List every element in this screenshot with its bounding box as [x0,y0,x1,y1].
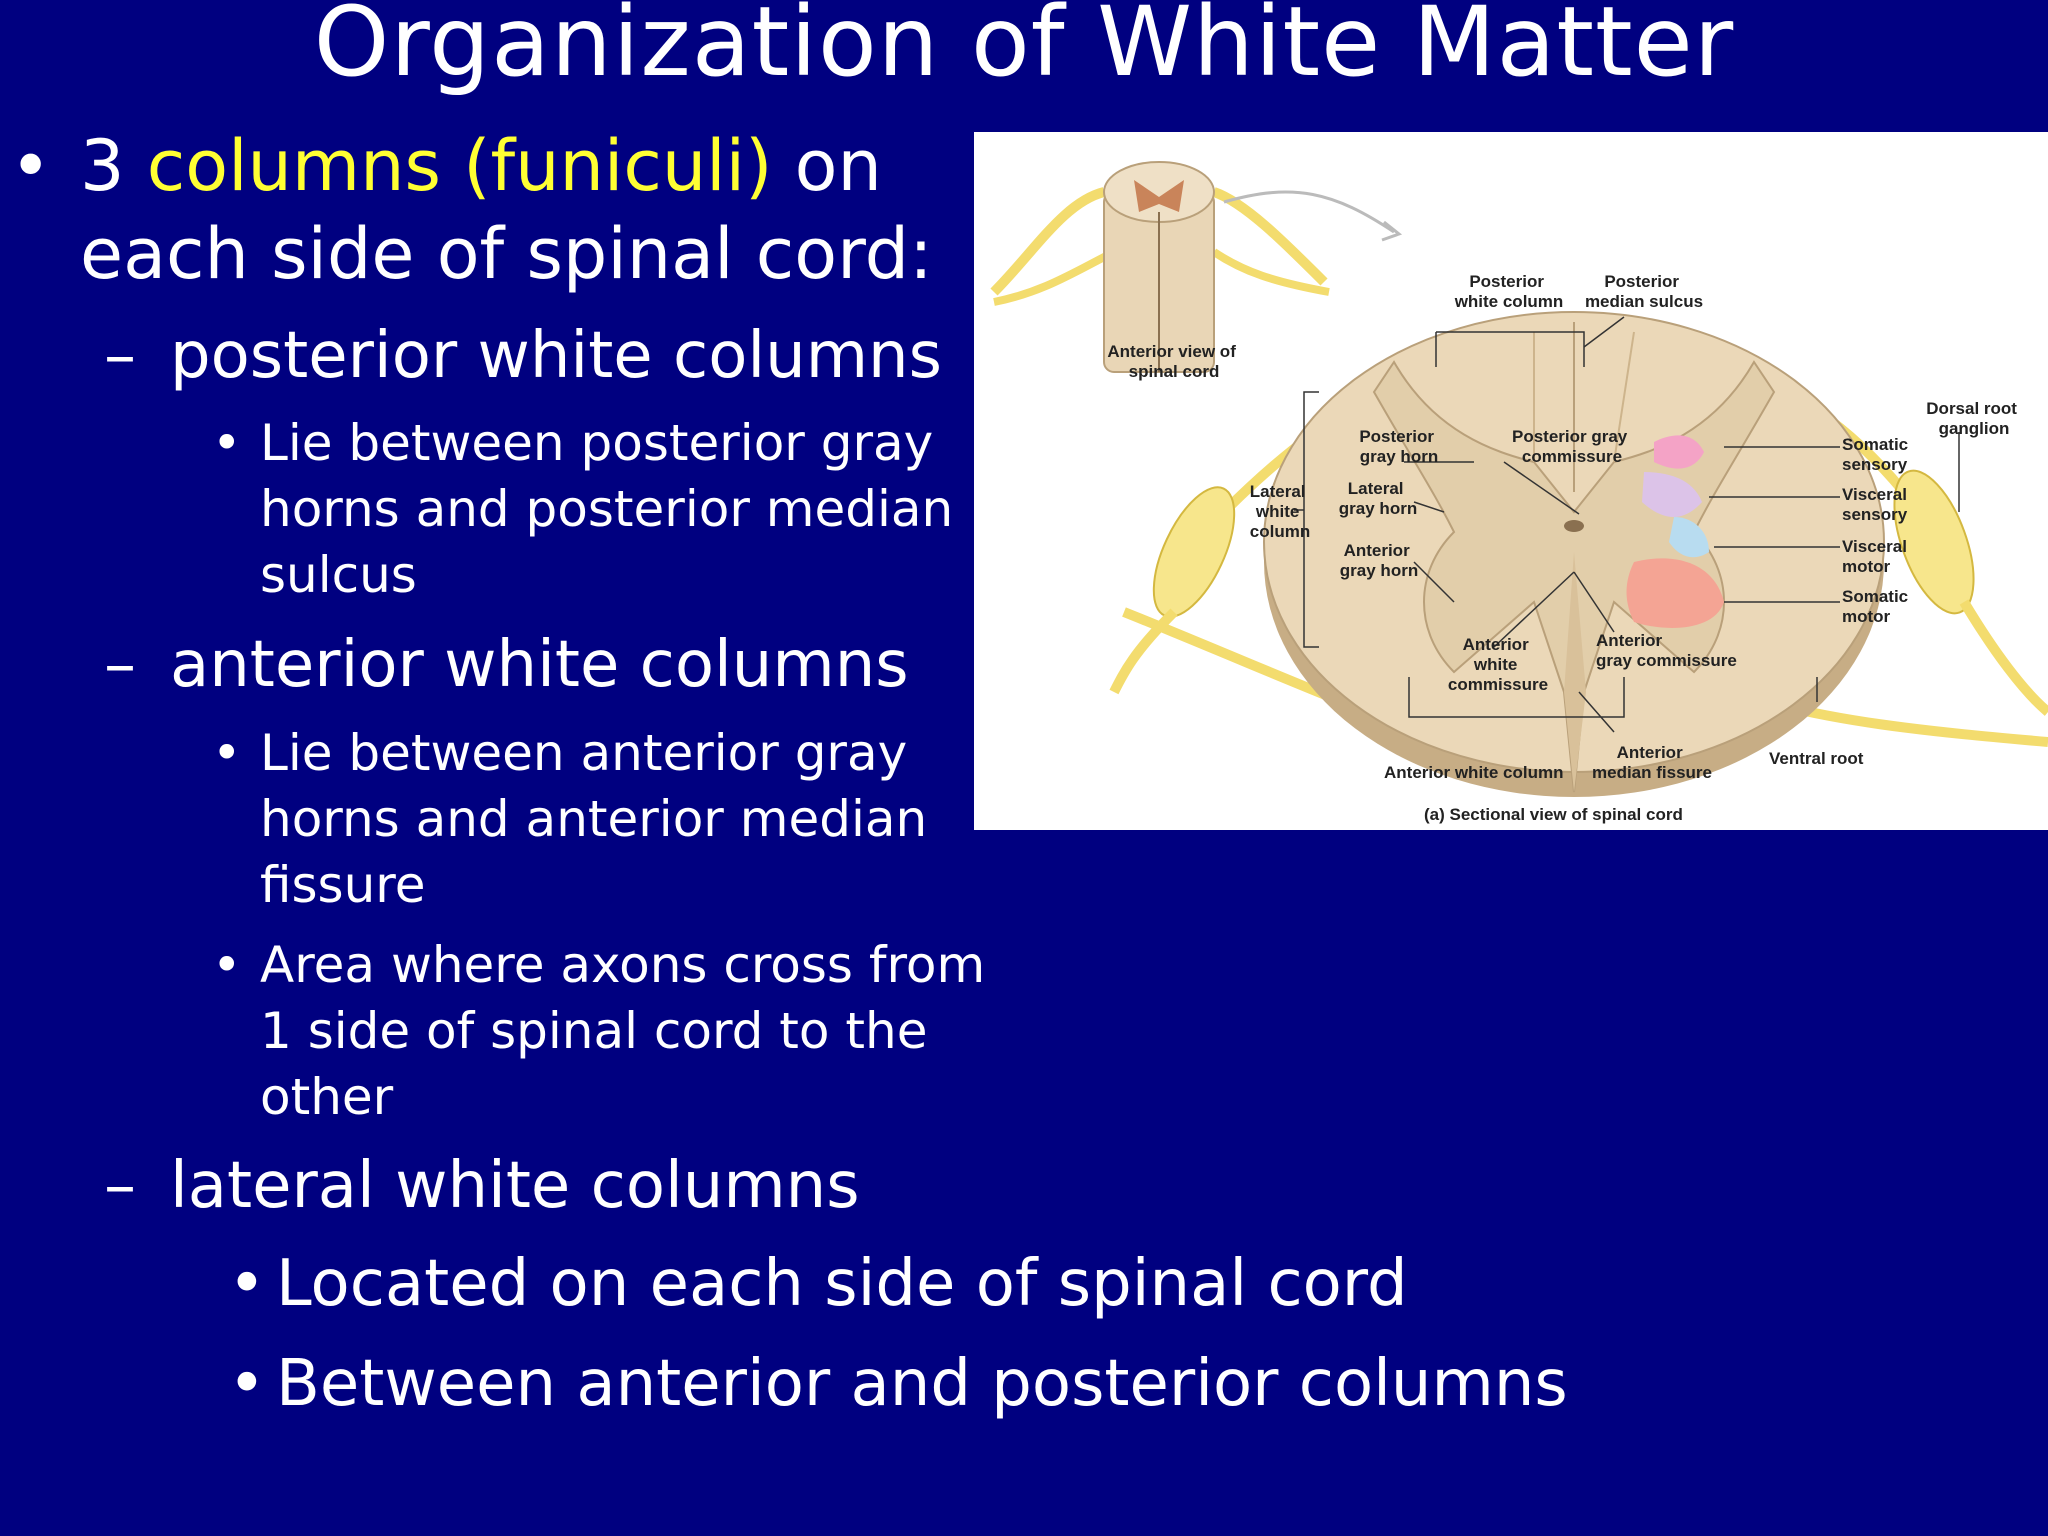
label-anterior-white-column: Anterior white column [1384,763,1563,782]
label-line: spinal cord [1129,362,1220,381]
label-line: gray horn [1340,561,1418,580]
label-anterior-gray-horn: Anterior gray horn [1340,541,1418,580]
text-line: Lie between anterior gray [260,724,908,782]
text-line: Area where axons cross from [260,936,986,994]
label-line: Anterior [1463,635,1530,654]
label-anterior-view: Anterior view of spinal cord [1107,342,1240,381]
bullet-glyph: • [10,125,52,207]
main-bullet-prefix: 3 [80,125,147,207]
label-line: Posterior [1469,272,1544,291]
lateral-heading: lateral white columns [170,1149,860,1223]
anterior-sub1-text: Lie between anterior gray horns and ante… [260,720,927,918]
nerve-roots [1109,367,2048,747]
label-line: Somatic [1842,435,1908,454]
label-line: Anterior view of [1107,342,1236,361]
label-anterior-white-commissure: Anterior white commissure [1448,635,1548,694]
label-line: white [1255,502,1299,521]
label-line: gray commissure [1596,651,1737,670]
text-line: horns and posterior median [260,480,954,538]
anterior-sub2-text: Area where axons cross from 1 side of sp… [260,932,985,1130]
label-ventral-root: Ventral root [1769,749,1864,768]
text-line: sulcus [260,546,417,604]
spinal-cord-diagram: Anterior view of spinal cord Posterior w… [990,161,2048,824]
anterior-heading: anterior white columns [170,628,909,702]
label-line: motor [1842,607,1891,626]
label-posterior-white-column: Posterior white column [1454,272,1564,311]
label-anterior-gray-commissure: Anterior gray commissure [1596,631,1737,670]
label-line: Posterior [1359,427,1434,446]
label-posterior-gray-horn: Posterior gray horn [1359,427,1438,466]
text-line: Lie between posterior gray [260,414,934,472]
label-line: commissure [1448,675,1548,694]
label-lateral-gray-horn: Lateral gray horn [1339,479,1417,518]
text-line: fissure [260,856,426,914]
posterior-heading: posterior white columns [170,319,942,393]
posterior-sub-text: Lie between posterior gray horns and pos… [260,410,953,608]
label-line: Posterior gray [1512,427,1628,446]
anterior-view-illustration [990,161,1403,373]
label-line: white [1473,655,1517,674]
label-visceral-sensory: Visceral sensory [1842,485,1912,524]
label-line: Anterior [1344,541,1411,560]
dash-glyph: – [104,628,136,702]
label-somatic-sensory: Somatic sensory [1842,435,1913,474]
label-lateral-white-column: Lateral white column [1250,482,1310,541]
lateral-sub-2: Between anterior and posterior columns [276,1347,1568,1421]
label-line: gray horn [1339,499,1417,518]
label-line: sensory [1842,455,1908,474]
text-line: other [260,1068,394,1126]
label-posterior-gray-commissure: Posterior gray commissure [1512,427,1632,466]
label-line: sensory [1842,505,1908,524]
slide-title: Organization of White Matter [313,0,1735,98]
bullet-glyph: • [228,1347,266,1421]
lateral-sub-1: Located on each side of spinal cord [276,1247,1408,1321]
label-line: gray horn [1360,447,1438,466]
label-line: Visceral [1842,537,1907,556]
label-somatic-motor: Somatic motor [1842,587,1913,626]
main-bullet-highlight: columns (funiculi) [146,125,773,207]
main-bullet-suffix: on [772,125,882,207]
label-line: Lateral [1250,482,1306,501]
label-line: median fissure [1592,763,1712,782]
text-line: horns and anterior median [260,790,928,848]
bullet-glyph: • [212,724,242,782]
label-line: Somatic [1842,587,1908,606]
label-line: white column [1454,292,1564,311]
label-visceral-motor: Visceral motor [1842,537,1912,576]
label-line: Anterior [1617,743,1684,762]
main-bullet-text: 3 columns (funiculi) on each side of spi… [80,122,980,298]
label-line: motor [1842,557,1891,576]
label-line: commissure [1522,447,1622,466]
bullet-glyph: • [228,1247,266,1321]
label-line: Visceral [1842,485,1907,504]
spinal-cord-figure: Anterior view of spinal cord Posterior w… [974,132,2048,830]
label-posterior-median-sulcus: Posterior median sulcus [1585,272,1703,311]
label-line: Anterior [1596,631,1663,650]
label-line: column [1250,522,1310,541]
figure-caption: (a) Sectional view of spinal cord [1424,805,1683,824]
label-line: ganglion [1939,419,2010,438]
label-line: median sulcus [1585,292,1703,311]
label-line: Lateral [1348,479,1404,498]
bullet-glyph: • [212,414,242,472]
label-line: Posterior [1604,272,1679,291]
text-line: 1 side of spinal cord to the [260,1002,928,1060]
cord-cross-section [1263,311,1885,797]
label-line: Dorsal root [1926,399,2017,418]
dash-glyph: – [104,1149,136,1223]
dash-glyph: – [104,319,136,393]
main-bullet-line2: each side of spinal cord: [80,213,933,295]
label-dorsal-root-ganglion: Dorsal root ganglion [1926,399,2021,438]
label-anterior-median-fissure: Anterior median fissure [1592,743,1712,782]
bullet-glyph: • [212,936,242,994]
leader-lines [1294,316,1960,733]
